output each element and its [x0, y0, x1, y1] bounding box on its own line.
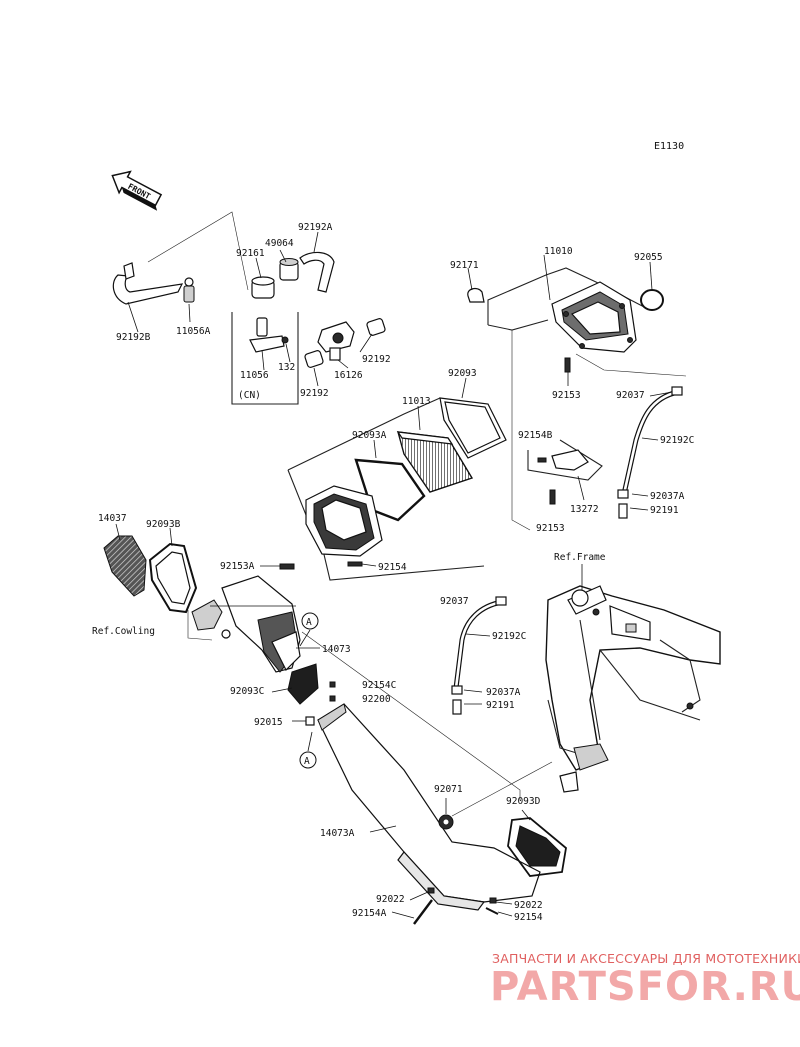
- part-number: 92093: [448, 368, 477, 379]
- part-number: 11056A: [176, 326, 211, 337]
- part-number: 92022: [376, 894, 405, 905]
- air-cleaner-housing-upper: [467, 254, 687, 531]
- part-number: 92037A: [650, 491, 685, 502]
- connector-a-lower: A: [304, 756, 310, 767]
- part-number: 92153A: [220, 561, 255, 572]
- part-number: 92154: [514, 912, 543, 923]
- intake-duct-lower: [301, 631, 567, 925]
- part-number: 92154: [378, 562, 407, 573]
- part-number: 92192: [362, 354, 391, 365]
- part-number: 92192: [300, 388, 329, 399]
- part-number: 13272: [570, 504, 599, 515]
- part-number: 92093B: [146, 519, 181, 530]
- part-number: 92154B: [518, 430, 553, 441]
- part-number: 92093D: [506, 796, 541, 807]
- watermark-brand: PARTSFOR.RU: [490, 964, 800, 1010]
- part-number: 11056: [240, 370, 269, 381]
- part-number: 11010: [544, 246, 573, 257]
- ref-frame-label: Ref.Frame: [554, 552, 606, 563]
- air-filter-element: [354, 377, 507, 522]
- part-number: 92037: [616, 390, 645, 401]
- part-number: 14037: [98, 513, 127, 524]
- part-number-labels: 92192A 49064 92161 92192B 11056A 11056 1…: [98, 222, 694, 923]
- part-number: 92191: [650, 505, 679, 516]
- part-number: 92192C: [660, 435, 694, 446]
- intake-duct-group: A A: [103, 523, 320, 769]
- part-number: 16126: [334, 370, 363, 381]
- part-number: 92171: [450, 260, 479, 271]
- part-number: 92192B: [116, 332, 151, 343]
- part-number: 92192A: [298, 222, 333, 233]
- breather-hose-lower: [451, 596, 507, 715]
- watermark-tagline: ЗАПЧАСТИ И АКСЕССУАРЫ ДЛЯ МОТОТЕХНИКИ: [492, 951, 800, 966]
- part-number: 92153: [552, 390, 581, 401]
- breather-hose-upper: [617, 386, 683, 519]
- part-number: 92093C: [230, 686, 264, 697]
- cn-label: (CN): [238, 390, 261, 401]
- part-number: 92192C: [492, 631, 526, 642]
- part-number: 92022: [514, 900, 543, 911]
- breather-hose-group: [112, 211, 386, 405]
- watermark: ЗАПЧАСТИ И АКСЕССУАРЫ ДЛЯ МОТОТЕХНИКИ PA…: [490, 951, 800, 1010]
- part-number: 11013: [402, 396, 431, 407]
- part-number: 92015: [254, 717, 283, 728]
- part-number: 132: [278, 362, 295, 373]
- part-number: 92055: [634, 252, 663, 263]
- part-number: 92154A: [352, 908, 387, 919]
- part-number: 92191: [486, 700, 515, 711]
- connector-a-upper: A: [306, 617, 312, 628]
- front-arrow-icon: FRONT: [111, 170, 163, 211]
- part-number: 14073: [322, 644, 351, 655]
- ref-cowling-label: Ref.Cowling: [92, 626, 155, 637]
- part-number: 49064: [265, 238, 294, 249]
- air-cleaner-housing-lower: [287, 397, 485, 581]
- bracket-13272: [527, 439, 603, 505]
- frame-reference: [545, 564, 721, 793]
- part-number: 92093A: [352, 430, 387, 441]
- part-number: 92153: [536, 523, 565, 534]
- fasteners-mid: [292, 681, 336, 726]
- part-number: 92161: [236, 248, 265, 259]
- part-number: 92071: [434, 784, 463, 795]
- diagram-code: E1130: [654, 141, 684, 152]
- part-number: 14073A: [320, 828, 355, 839]
- part-number: 92200: [362, 694, 391, 705]
- part-number: 92037: [440, 596, 469, 607]
- part-number: 92037A: [486, 687, 521, 698]
- part-number: 92154C: [362, 680, 396, 691]
